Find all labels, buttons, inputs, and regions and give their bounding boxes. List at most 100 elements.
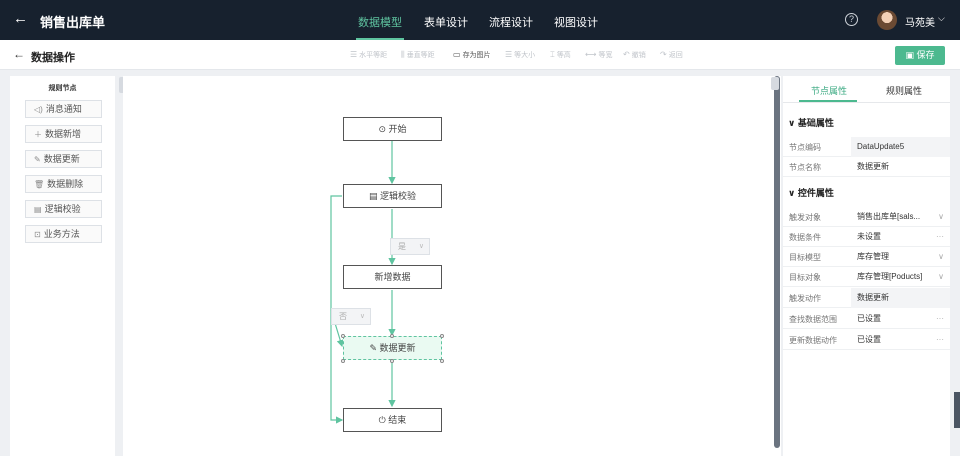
node-name-input[interactable]: 数据更新 <box>857 162 889 171</box>
app-title: 销售出库单 <box>40 15 106 30</box>
tab-flow-design[interactable]: 流程设计 <box>489 17 533 29</box>
condition-no[interactable]: 否∨ <box>331 308 371 325</box>
node-item-business-method[interactable]: ⊡业务方法 <box>25 225 102 243</box>
prop-row-node-code: 节点编码 DataUpdate5 <box>783 137 950 157</box>
speaker-icon: ◁) <box>34 105 43 114</box>
section-basic[interactable]: ∨ 基础属性 <box>788 118 834 128</box>
help-icon[interactable]: ? <box>845 13 858 26</box>
align-horizontal-icon: ☰ <box>350 50 358 59</box>
canvas-scrollbar[interactable] <box>774 76 780 448</box>
flow-node-logic-check[interactable]: ▤ 逻辑校验 <box>343 184 442 208</box>
find-range-value[interactable]: 已设置 <box>857 314 881 323</box>
flow-node-start[interactable]: ⊙ 开始 <box>343 117 442 141</box>
flow-node-end[interactable]: ⏻ 结束 <box>343 408 442 432</box>
resize-handle[interactable] <box>390 359 394 363</box>
chevron-down-icon[interactable]: ∨ <box>938 212 944 221</box>
page-title: 数据操作 <box>31 52 75 64</box>
trigger-object-select[interactable]: 销售出库单[sals... <box>857 212 921 221</box>
resize-handle[interactable] <box>341 334 345 338</box>
tab-form-design[interactable]: 表单设计 <box>424 17 468 29</box>
prop-row-target-object: 目标对象 库存管理[Poducts] ∨ <box>783 267 950 287</box>
chevron-down-icon: ∨ <box>418 243 424 250</box>
prop-row-node-name: 节点名称 数据更新 <box>783 157 950 177</box>
tab-data-model[interactable]: 数据模型 <box>358 17 402 29</box>
toolbar-redo[interactable]: ↷返回 <box>660 50 683 59</box>
chevron-down-icon: ∨ <box>788 188 798 198</box>
edge-check-to-update-no <box>330 195 344 348</box>
same-width-icon: ⟷ <box>585 50 597 59</box>
tab-view-design[interactable]: 视图设计 <box>554 17 598 29</box>
toolbar-same-height[interactable]: ⌶等高 <box>550 50 571 59</box>
toolbar-align-vertical[interactable]: ⫼垂直等距 <box>401 50 435 59</box>
node-item-data-delete[interactable]: 🗑数据删除 <box>25 175 102 193</box>
tab-node-properties[interactable]: 节点属性 <box>811 86 848 96</box>
align-vertical-icon: ⫼ <box>401 50 405 59</box>
node-item-data-add[interactable]: ＋数据新增 <box>25 125 102 143</box>
prop-row-trigger-object: 触发对象 销售出库单[sals... ∨ <box>783 207 950 227</box>
arrow-left-icon[interactable]: ← <box>13 10 28 27</box>
chevron-down-icon: ∨ <box>788 118 798 128</box>
node-item-message[interactable]: ◁)消息通知 <box>25 100 102 118</box>
active-tab-indicator <box>356 38 404 40</box>
update-action-value[interactable]: 已设置 <box>857 335 881 344</box>
save-icon: ▣ <box>905 50 917 60</box>
resize-handle[interactable] <box>341 359 345 363</box>
condition-yes[interactable]: 是∨ <box>390 238 430 255</box>
play-icon: ⊙ <box>378 124 389 134</box>
resize-handle[interactable] <box>390 334 394 338</box>
avatar[interactable] <box>877 10 897 30</box>
target-model-select[interactable]: 库存管理 <box>857 252 889 261</box>
data-condition-value[interactable]: 未设置 <box>857 232 881 241</box>
prop-row-find-range: 查找数据范围 已设置 ··· <box>783 309 950 329</box>
logic-icon: ▤ <box>34 205 42 214</box>
tab-rule-properties[interactable]: 规则属性 <box>886 86 923 96</box>
active-tab-indicator <box>799 100 857 102</box>
undo-icon: ↶ <box>623 50 630 59</box>
save-button[interactable]: ▣ 保存 <box>895 46 945 65</box>
prop-row-data-condition: 数据条件 未设置 ··· <box>783 227 950 247</box>
username[interactable]: 马苑美 <box>905 18 935 29</box>
function-icon: ⊡ <box>34 230 41 239</box>
power-icon: ⏻ <box>378 415 389 425</box>
trigger-action-value: 数据更新 <box>851 288 950 308</box>
divider <box>783 102 950 103</box>
chevron-down-icon[interactable]: ⌵ <box>938 13 945 23</box>
flow-node-data-update[interactable]: ✎ 数据更新 <box>343 336 442 360</box>
toolbar-undo[interactable]: ↶撤销 <box>623 50 646 59</box>
edit-icon: ✎ <box>34 155 41 164</box>
node-item-data-update[interactable]: ✎数据更新 <box>25 150 102 168</box>
prop-row-trigger-action: 触发动作 数据更新 <box>783 288 950 308</box>
node-item-logic-check[interactable]: ▤逻辑校验 <box>25 200 102 218</box>
rule-node-panel: 规则节点 ◁)消息通知 ＋数据新增 ✎数据更新 🗑数据删除 ▤逻辑校验 ⊡业务方… <box>10 76 115 456</box>
toolbar-same-width[interactable]: ⟷等宽 <box>585 50 613 59</box>
node-code-value: DataUpdate5 <box>851 137 950 157</box>
back-arrow-icon[interactable]: ← <box>13 47 25 61</box>
plus-icon: ＋ <box>34 130 42 139</box>
toolbar-align-horizontal[interactable]: ☰水平等距 <box>350 50 388 59</box>
top-navigation-bar: ← 销售出库单 数据模型 表单设计 流程设计 视图设计 ? 马苑美 ⌵ <box>0 0 960 40</box>
resize-handle[interactable] <box>440 334 444 338</box>
edit-icon: ✎ <box>369 343 380 353</box>
image-icon: ▭ <box>453 50 461 59</box>
chevron-down-icon[interactable]: ∨ <box>938 252 944 261</box>
trash-icon: 🗑 <box>34 180 45 189</box>
section-control[interactable]: ∨ 控件属性 <box>788 188 834 198</box>
more-icon[interactable]: ··· <box>936 335 944 344</box>
target-object-select[interactable]: 库存管理[Poducts] <box>857 272 923 281</box>
toolbar-same-size[interactable]: ☰等大小 <box>505 50 536 59</box>
resize-handle[interactable] <box>440 359 444 363</box>
edge-check-to-end <box>330 310 344 424</box>
toolbar-save-image[interactable]: ▭存为图片 <box>453 50 491 59</box>
more-icon[interactable]: ··· <box>936 232 944 241</box>
side-drawer-handle[interactable] <box>954 392 960 428</box>
collapse-right-handle[interactable] <box>771 77 779 90</box>
chevron-down-icon: ∨ <box>359 313 365 320</box>
more-icon[interactable]: ··· <box>936 314 944 323</box>
flow-node-data-add[interactable]: 新增数据 <box>343 265 442 289</box>
chevron-down-icon[interactable]: ∨ <box>938 272 944 281</box>
prop-row-target-model: 目标模型 库存管理 ∨ <box>783 247 950 267</box>
sub-toolbar: ← 数据操作 ☰水平等距 ⫼垂直等距 ▭存为图片 ☰等大小 ⌶等高 ⟷等宽 ↶撤… <box>0 40 960 70</box>
flow-canvas[interactable] <box>123 76 781 456</box>
prop-row-update-action: 更新数据动作 已设置 ··· <box>783 330 950 350</box>
